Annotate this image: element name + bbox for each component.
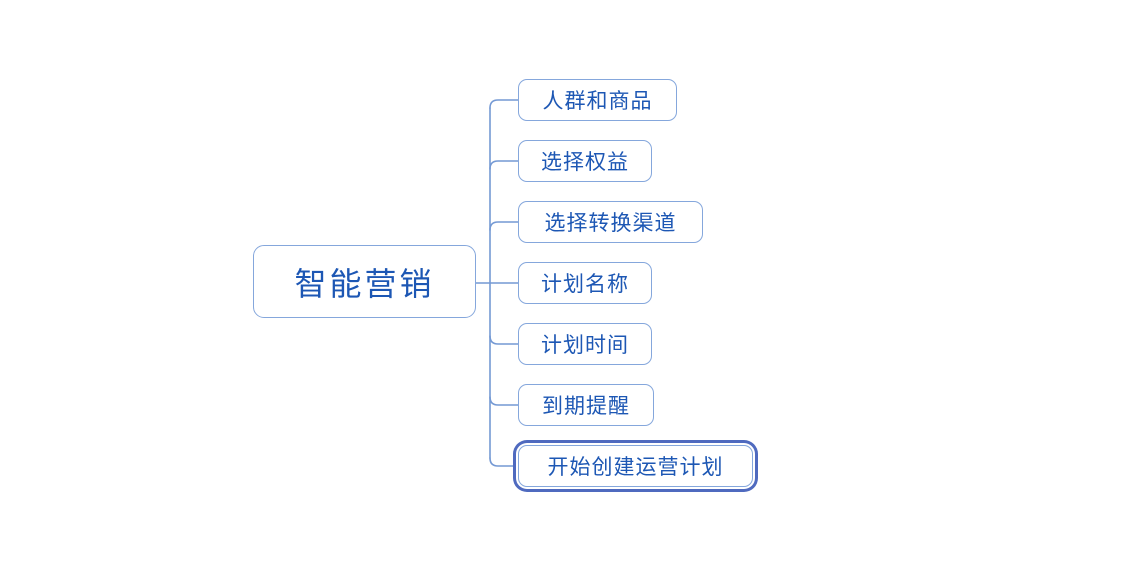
topic-node-label: 人群和商品 (542, 89, 653, 113)
connector-path (489, 457, 519, 467)
topic-node-label: 计划名称 (541, 272, 629, 296)
root-node-label: 智能营销 (294, 264, 435, 303)
topic-node-3[interactable]: 选择转换渠道 (518, 201, 703, 243)
topic-node-label: 计划时间 (541, 333, 629, 357)
topic-node-6[interactable]: 到期提醒 (518, 384, 654, 426)
connector-path (489, 335, 519, 345)
connector-path (489, 396, 519, 406)
topic-node-5[interactable]: 计划时间 (518, 323, 652, 365)
topic-node-label: 开始创建运营计划 (547, 455, 724, 479)
topic-node-label: 选择转换渠道 (544, 211, 677, 235)
connector-path (489, 221, 519, 231)
topic-node-7-selected[interactable]: 开始创建运营计划 (518, 445, 753, 487)
topic-node-2[interactable]: 选择权益 (518, 140, 652, 182)
topic-node-label: 选择权益 (541, 150, 629, 174)
topic-node-4[interactable]: 计划名称 (518, 262, 652, 304)
topic-node-label: 到期提醒 (542, 394, 630, 418)
connector-path (489, 99, 519, 109)
topic-node-1[interactable]: 人群和商品 (518, 79, 677, 121)
root-node[interactable]: 智能营销 (253, 245, 476, 318)
connector-path (489, 160, 519, 170)
